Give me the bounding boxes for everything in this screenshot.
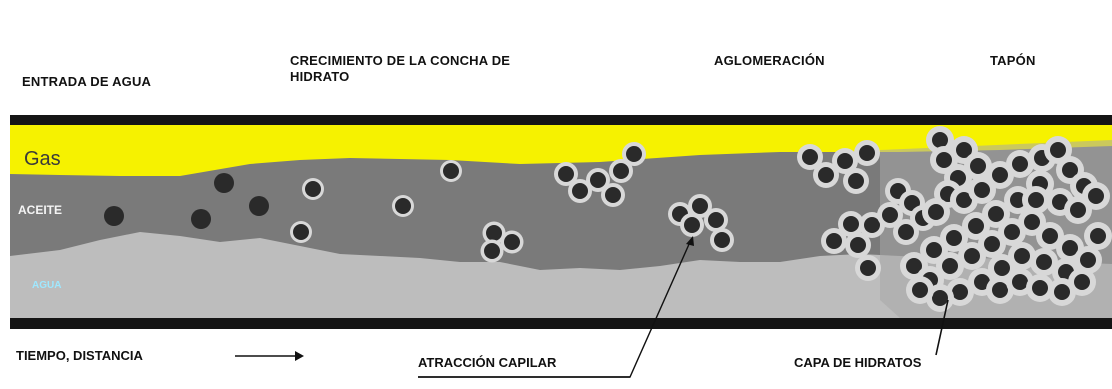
water-droplet (1070, 202, 1086, 218)
pipe-bottom-wall (10, 318, 1112, 329)
water-droplet (249, 196, 269, 216)
hydrate-layer-pointer (935, 299, 949, 356)
pipe-top-wall (10, 115, 1112, 125)
water-droplet (1012, 156, 1028, 172)
water-droplet (1036, 254, 1052, 270)
water-droplet (572, 183, 588, 199)
water-droplet (974, 182, 990, 198)
water-droplet (590, 172, 606, 188)
water-droplet (932, 290, 948, 306)
water-droplet (1088, 188, 1104, 204)
water-droplet (898, 224, 914, 240)
water-droplet (988, 206, 1004, 222)
water-droplet (984, 236, 1000, 252)
water-droplet (558, 166, 574, 182)
water-layer (10, 232, 1112, 318)
water-droplet (1024, 214, 1040, 230)
water-droplet (850, 237, 866, 253)
water-droplet (1062, 162, 1078, 178)
water-droplet (605, 187, 621, 203)
water-droplet (904, 195, 920, 211)
water-droplet (214, 173, 234, 193)
water-droplet (692, 198, 708, 214)
water-droplet (864, 217, 880, 233)
water-droplet (714, 232, 730, 248)
water-droplet (848, 173, 864, 189)
water-droplet (104, 206, 124, 226)
water-droplet (293, 224, 309, 240)
water-droplet (1080, 252, 1096, 268)
water-droplet (942, 258, 958, 274)
water-droplet (1032, 280, 1048, 296)
gas-phase-label: Gas (24, 148, 61, 170)
water-droplet (859, 145, 875, 161)
water-droplet (912, 282, 928, 298)
water-droplet (1062, 240, 1078, 256)
water-droplet (626, 146, 642, 162)
hydrate-layer-label: CAPA DE HIDRATOS (794, 355, 922, 370)
water-droplet (486, 225, 502, 241)
stage-label-water-entry: ENTRADA DE AGUA (22, 74, 152, 89)
water-droplet (926, 242, 942, 258)
water-droplet (1054, 284, 1070, 300)
water-droplet (395, 198, 411, 214)
stage-label-plug: TAPÓN (990, 53, 1036, 68)
water-droplet (992, 282, 1008, 298)
water-droplet (860, 260, 876, 276)
water-droplet (992, 167, 1008, 183)
water-droplet (613, 163, 629, 179)
water-droplet (970, 158, 986, 174)
water-droplet (1004, 224, 1020, 240)
water-droplet (484, 243, 500, 259)
water-droplet (906, 258, 922, 274)
water-phase-label: AGUA (32, 280, 62, 291)
water-droplet (443, 163, 459, 179)
water-droplet (994, 260, 1010, 276)
water-droplet (974, 274, 990, 290)
water-droplet (1010, 192, 1026, 208)
water-droplet (191, 209, 211, 229)
water-droplet (952, 284, 968, 300)
water-droplet (1014, 248, 1030, 264)
water-droplet (946, 230, 962, 246)
capillary-pointer-head (686, 236, 694, 246)
water-droplet (1050, 142, 1066, 158)
water-droplet (684, 217, 700, 233)
water-droplet (1074, 274, 1090, 290)
water-droplet (818, 167, 834, 183)
water-droplet (708, 212, 724, 228)
time-distance-label: TIEMPO, DISTANCIA (16, 348, 143, 363)
droplets-group (104, 126, 1112, 312)
water-droplet (1012, 274, 1028, 290)
water-droplet (936, 152, 952, 168)
water-droplet (964, 248, 980, 264)
water-droplet (1028, 192, 1044, 208)
oil-phase-label: ACEITE (18, 203, 63, 217)
water-droplet (956, 192, 972, 208)
water-droplet (956, 142, 972, 158)
water-droplet (1052, 194, 1068, 210)
stage-label-shell-growth: CRECIMIENTO DE LA CONCHA DE HIDRATO (290, 53, 511, 84)
water-droplet (802, 149, 818, 165)
water-droplet (882, 207, 898, 223)
water-droplet (1090, 228, 1106, 244)
water-droplet (826, 233, 842, 249)
stage-label-agglomeration: AGLOMERACIÓN (714, 53, 825, 68)
water-droplet (1042, 228, 1058, 244)
water-droplet (968, 218, 984, 234)
water-droplet (305, 181, 321, 197)
time-arrow-head (295, 351, 304, 361)
water-droplet (932, 132, 948, 148)
water-droplet (837, 153, 853, 169)
capillary-attraction-label: ATRACCIÓN CAPILAR (418, 355, 557, 370)
gas-layer (10, 125, 1112, 176)
water-droplet (843, 216, 859, 232)
water-droplet (504, 234, 520, 250)
water-droplet (928, 204, 944, 220)
